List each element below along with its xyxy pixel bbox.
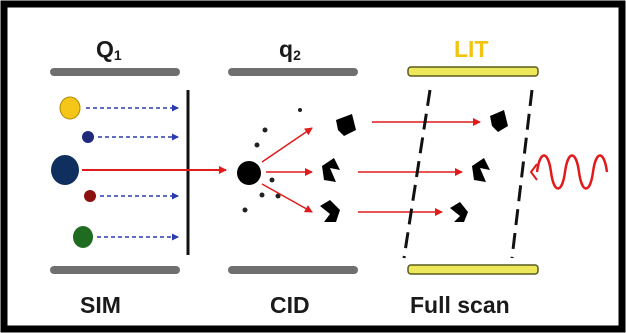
q2-label: q2	[279, 36, 301, 63]
lit-exit-electrode	[510, 89, 534, 259]
cid-label: CID	[270, 292, 310, 318]
lit-bottom-rod	[407, 264, 539, 275]
precursor-ion	[237, 161, 261, 185]
large-blue-ion	[51, 155, 79, 185]
lit-top-rod	[407, 66, 539, 77]
q1-bottom-rod	[50, 266, 180, 274]
signal-arrowhead	[529, 163, 538, 181]
sim-label: SIM	[80, 292, 121, 318]
lit-fragment-1	[490, 110, 508, 132]
fragment-arrow-up	[261, 127, 313, 163]
q1-top-rod	[50, 68, 180, 76]
fragment-arrow-down	[261, 183, 313, 213]
red-ion	[84, 190, 96, 202]
green-ion	[73, 226, 93, 248]
lit-fragment-3	[450, 202, 468, 222]
lit-label: LIT	[454, 36, 489, 62]
fragment-2	[322, 158, 340, 182]
lit-fragment-2	[472, 158, 490, 182]
small-blue-ion	[82, 131, 94, 143]
signal-wave-icon	[535, 154, 609, 190]
fragment-1	[336, 114, 356, 136]
fragment-3	[320, 200, 340, 222]
yellow-ion	[59, 96, 81, 120]
collision-gas	[242, 108, 302, 213]
q2-top-rod	[228, 68, 358, 76]
q1-label: Q1	[96, 36, 122, 63]
full-scan-label: Full scan	[410, 292, 510, 318]
q2-bottom-rod	[228, 266, 358, 274]
lit-entrance-electrode	[402, 89, 432, 259]
